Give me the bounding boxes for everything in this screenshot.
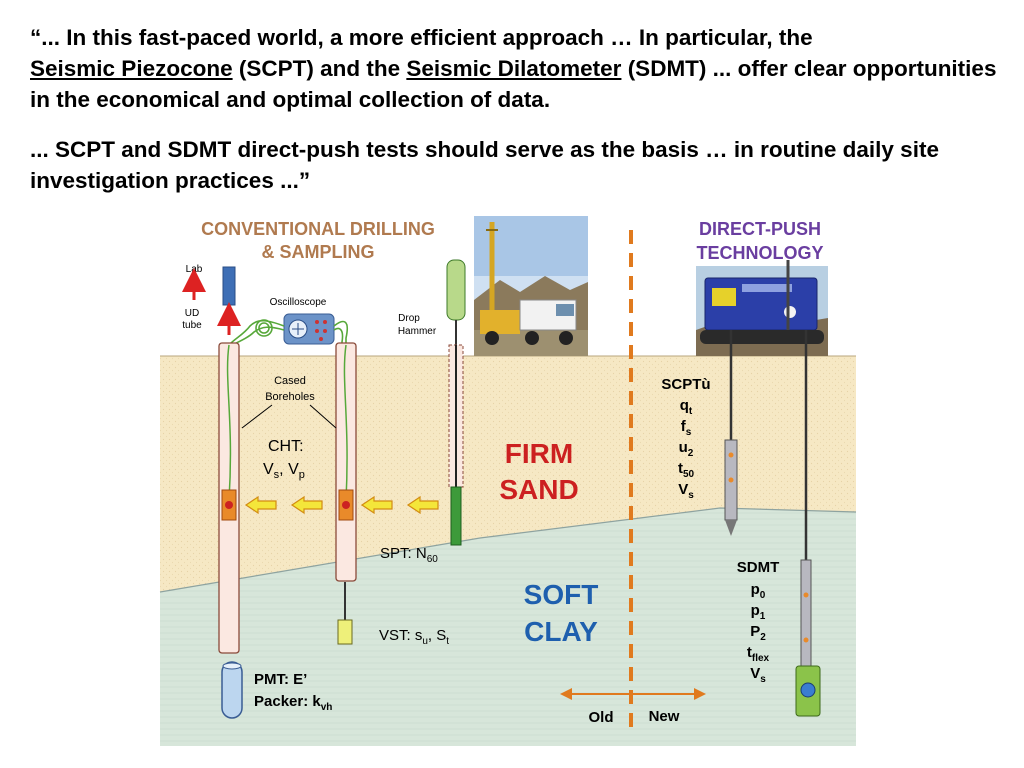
quote-paragraph-1: “... In this fast-paced world, a more ef… [30,22,1005,115]
ud-label-line1: UD [185,308,199,319]
ud-tube-sample [222,266,236,306]
direct-push-title-line2: TECHNOLOGY [696,243,823,263]
scpt-sensor [728,477,734,483]
scpt-params-item: fs [681,418,692,438]
pressuremeter-probe [221,661,243,719]
right-cable-in-borehole [343,344,348,501]
conventional-title-line2: & SAMPLING [261,242,374,262]
drilling-rig-photo [474,216,588,356]
arrow-left-icon [560,688,572,700]
firm-sand-line1: FIRM [505,438,573,469]
quote-paragraph-2: ... SCPT and SDMT direct-push tests shou… [30,134,1005,196]
scpt-params-item: Vs [678,481,694,501]
wave-arrow-icon [244,495,277,515]
seismic-dilatometer-link: Seismic Dilatometer [406,56,622,81]
sdmt-sensor [803,592,809,598]
receiver-dot-left [225,501,233,509]
scpt-cone-tip [725,520,737,536]
drop-hammer-label-line1: Drop [398,313,420,324]
scpt-label: SCPTù [661,376,710,393]
cased-pointer-left [241,404,273,429]
source-dot-right [342,501,350,509]
oscilloscope-knob [323,320,327,324]
spt-label: SPT: N60 [380,545,438,565]
cht-label: CHT: [268,438,304,455]
new-label: New [649,708,680,725]
cht-params: Vs, Vp [263,461,305,481]
dilatometer-membrane-icon [800,682,816,698]
direct-push-title-line1: DIRECT-PUSH [699,219,821,239]
seismic-piezocone-link: Seismic Piezocone [30,56,233,81]
cased-label-line1: Cased [274,375,306,387]
wave-arrow-icon [360,495,393,515]
cased-label-line2: Boreholes [265,391,315,403]
pressuremeter-top [222,662,242,670]
sdmt-params-item: p0 [751,581,766,601]
spt-split-spoon [450,486,462,546]
lab-label: Lab [186,264,203,275]
oscilloscope-label: Oscilloscope [270,297,327,308]
scpt-sensor [728,452,734,458]
wave-arrows [244,495,439,515]
oscilloscope-knob [315,329,319,333]
old-label: Old [589,709,614,726]
quote-text-2: ... SCPT and SDMT direct-push tests shou… [30,137,939,193]
quote-text-1b: (SCPT) and the [232,56,407,81]
sdmt-sensor [803,637,809,643]
sdmt-label: SDMT [737,559,780,576]
firm-sand-line2: SAND [499,474,578,505]
wave-arrow-icon [290,495,323,515]
cased-borehole-right [335,342,357,582]
left-cable-in-borehole [226,344,232,501]
oscilloscope-knob [315,320,319,324]
scpt-params-item: t50 [678,460,695,480]
cased-pointer-right [309,404,337,429]
sdmt-params-item: P2 [750,623,766,643]
sdmt-params-item: Vs [750,665,766,685]
sdmt-rod-section [800,559,812,669]
quote-text-1c: (SDMT) ... offer clear opportunities in … [30,56,997,112]
direct-push-rig-photo [696,260,828,356]
drop-hammer [446,259,466,321]
oscilloscope-knob [323,329,327,333]
sdmt-params-item: tflex [747,644,770,664]
soft-clay-line2: CLAY [524,616,598,647]
ud-label-line2: tube [182,320,202,331]
drop-hammer-label-line2: Hammer [398,326,437,337]
ground-profile [159,355,857,746]
oscilloscope-knob [319,337,323,341]
quote-text-1a: “... In this fast-paced world, a more ef… [30,25,813,50]
soft-clay-line1: SOFT [524,579,599,610]
pmt-label: PMT: E’ [254,671,307,688]
vane-shear-tool [337,619,353,645]
clay-layer [160,508,856,746]
arrow-right-icon [694,688,706,700]
scpt-params-item: u2 [679,439,694,459]
packer-label: Packer: kvh [254,693,332,713]
layer-boundary [159,507,857,593]
cables [225,319,349,500]
wave-arrow-icon [406,495,439,515]
scpt-params-item: qt [680,397,693,417]
conventional-title-line1: CONVENTIONAL DRILLING [201,219,435,239]
vst-label: VST: su, St [379,627,449,647]
sdmt-params-item: p1 [751,602,766,622]
